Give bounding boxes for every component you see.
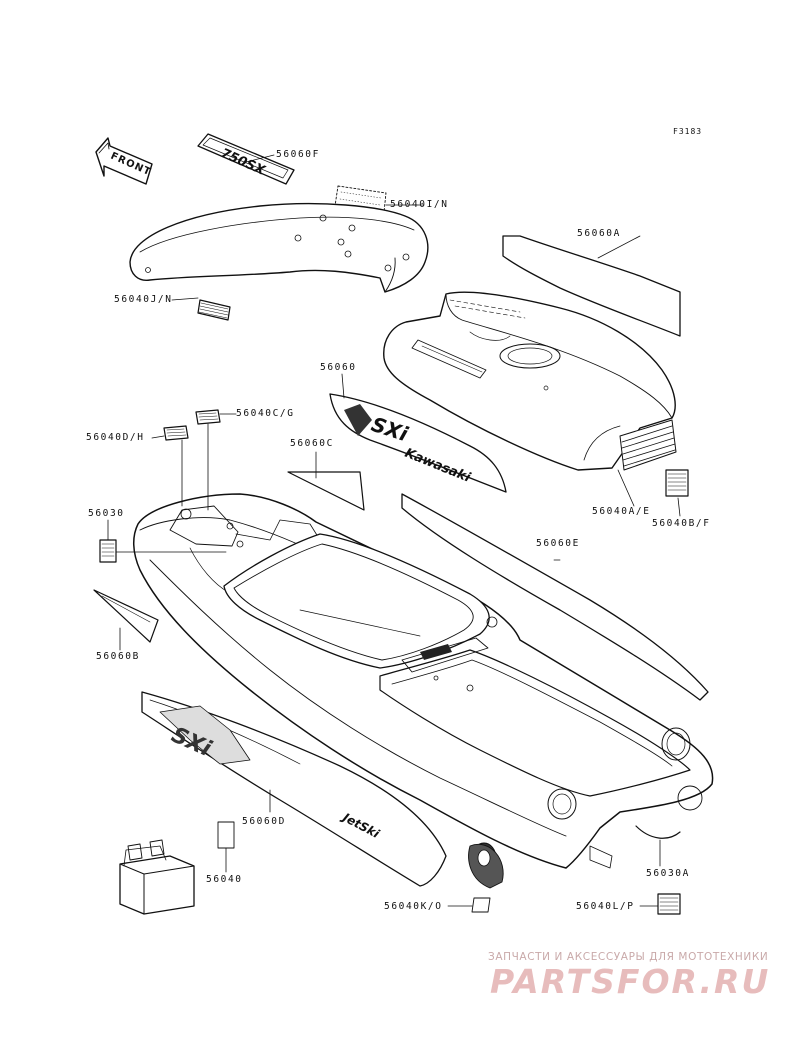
decal-56060a [502,235,681,337]
part-label-56040ae: 56040A/E [592,506,651,517]
leader-lines [107,154,681,907]
label-56030 [99,539,117,563]
decal-56060b [93,589,159,643]
part-label-56060e: 56060E [536,538,580,549]
label-56040bf [665,469,689,497]
part-label-56060a: 56060A [577,228,621,239]
part-label-56040bf: 56040B/F [652,518,711,529]
hood-cover [383,291,676,471]
clip-56030a [635,825,681,839]
hull-body [133,493,714,869]
watermark-site: PARTSFOR.RU [490,962,771,1001]
part-label-56030: 56030 [88,508,125,519]
part-label-56060c: 56060C [290,438,334,449]
nozzle-part [468,842,504,889]
decal-56060e [401,493,709,701]
part-label-56060d: 56060D [242,816,286,827]
part-label-56060b: 56060B [96,651,140,662]
decal-56060d: SXi JetSki [141,691,447,887]
label-56040 [217,821,235,849]
part-label-56030a: 56030A [646,868,690,879]
part-label-56060: 56060 [320,362,357,373]
label-56040ko [471,897,491,913]
part-label-56040dh: 56040D/H [86,432,145,443]
part-label-56060f: 56060F [276,149,320,160]
label-56040lp [657,893,681,915]
battery [119,839,195,915]
part-label-56040jn: 56040J/N [114,294,173,305]
label-56040cg [195,409,221,425]
figure-code: F3183 [673,127,703,136]
part-label-56040: 56040 [206,874,243,885]
watermark-subtitle: ЗАПЧАСТИ И АКСЕССУАРЫ ДЛЯ МОТОТЕХНИКИ [488,951,769,963]
part-label-56040lp: 56040L/P [576,901,635,912]
front-arrow: FRONT [95,137,153,185]
label-56040ae [619,419,677,471]
label-56040jn [197,299,231,321]
part-label-56040in: 56040I/N [390,199,449,210]
label-56040dh [163,425,189,441]
part-label-56040ko: 56040K/O [384,901,443,912]
rear-deck-cover [129,202,429,293]
part-label-56040cg: 56040C/G [236,408,295,419]
decal-56060c [287,471,365,511]
